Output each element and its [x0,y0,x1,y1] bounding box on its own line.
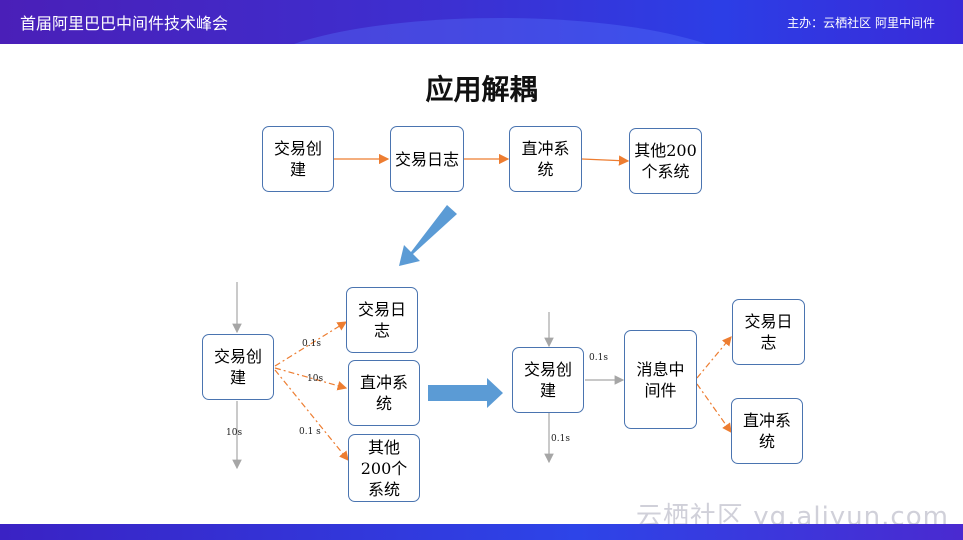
decoupled-edge-charge [696,383,732,433]
top-arrow-3 [581,155,630,166]
coupled-total-label: 10s [226,428,242,438]
node-decoupled-charge: 直冲系统 [731,398,803,464]
event-title: 首届阿里巴巴中间件技术峰会 [20,14,229,33]
node-top-create: 交易创建 [262,126,334,192]
decoupled-total-label: 0.1s [551,434,570,444]
coupled-edge-label-charge: 10s [307,374,323,384]
node-top-charge: 直冲系统 [509,126,582,192]
coupled-edge-charge [274,367,348,391]
coupled-edge-label-other: 0.1 s [299,427,321,437]
slide-title: 应用解耦 [425,73,538,106]
node-top-log: 交易日志 [390,126,464,192]
node-coupled-create: 交易创建 [202,334,274,400]
organizer-label: 主办：云栖社区 阿里中间件 [787,16,935,30]
node-decoupled-create: 交易创建 [512,347,584,413]
footer-bar [0,524,963,540]
header-bar: 首届阿里巴巴中间件技术峰会 主办：云栖社区 阿里中间件 [0,0,963,44]
node-coupled-other: 其他200个系统 [348,434,420,502]
coupled-edge-other [274,369,349,461]
decoupled-mq-label: 0.1s [589,353,608,363]
node-decoupled-log: 交易日志 [732,299,805,365]
node-message-middleware: 消息中间件 [624,330,697,429]
transition-arrow-down [399,205,457,266]
node-coupled-log: 交易日志 [346,287,418,353]
node-top-other: 其他200个系统 [629,128,702,194]
transition-arrow-right [428,378,503,408]
node-coupled-charge: 直冲系统 [348,360,420,426]
decoupled-edge-log [696,336,732,379]
coupled-edge-label-log: 0.1s [302,339,321,349]
